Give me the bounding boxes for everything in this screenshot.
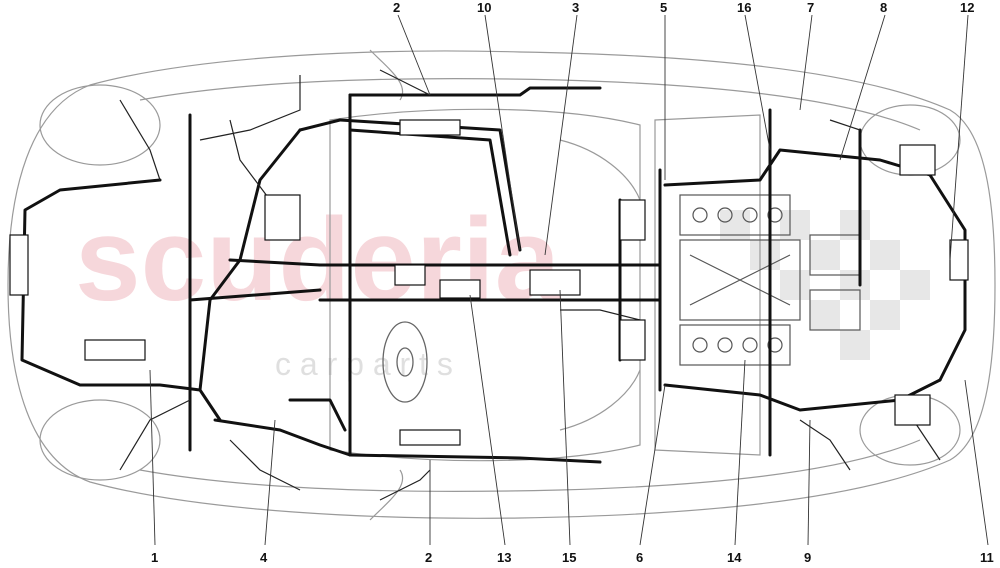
- callout-label: 16: [737, 0, 751, 15]
- leader-lines: [149, 14, 989, 546]
- car-body-outline: [7, 49, 996, 521]
- callout-label: 9: [804, 550, 811, 565]
- harness-components: [9, 119, 969, 446]
- engine-block: [679, 194, 861, 366]
- callout-label: 1: [151, 550, 158, 565]
- callout-label: 11: [980, 550, 994, 565]
- watermark-brand: scuderia: [75, 194, 562, 326]
- callout-label: 15: [562, 550, 576, 565]
- secondary-wiring: [119, 69, 941, 501]
- callout-label: 10: [477, 0, 491, 15]
- steering-wheel-icon: [382, 321, 428, 403]
- callout-label: 13: [497, 550, 511, 565]
- callout-label: 2: [393, 0, 400, 15]
- watermark: scuderia c a r p a r t s: [75, 194, 930, 382]
- callout-label: 2: [425, 550, 432, 565]
- callout-label: 6: [636, 550, 643, 565]
- watermark-sub: c a r p a r t s: [275, 346, 453, 382]
- callout-labels-bottom: 1 4 2 13 15 6 14 9 11: [151, 550, 994, 565]
- callout-label: 12: [960, 0, 974, 15]
- callout-labels-top: 2 10 3 5 16 7 8 12: [393, 0, 974, 15]
- callout-label: 3: [572, 0, 579, 15]
- main-harness: [20, 86, 967, 464]
- callout-label: 7: [807, 0, 814, 15]
- checkered-flag-icon: [720, 210, 930, 360]
- callout-label: 4: [260, 550, 268, 565]
- callout-label: 5: [660, 0, 667, 15]
- callout-label: 14: [727, 550, 742, 565]
- callout-label: 8: [880, 0, 887, 15]
